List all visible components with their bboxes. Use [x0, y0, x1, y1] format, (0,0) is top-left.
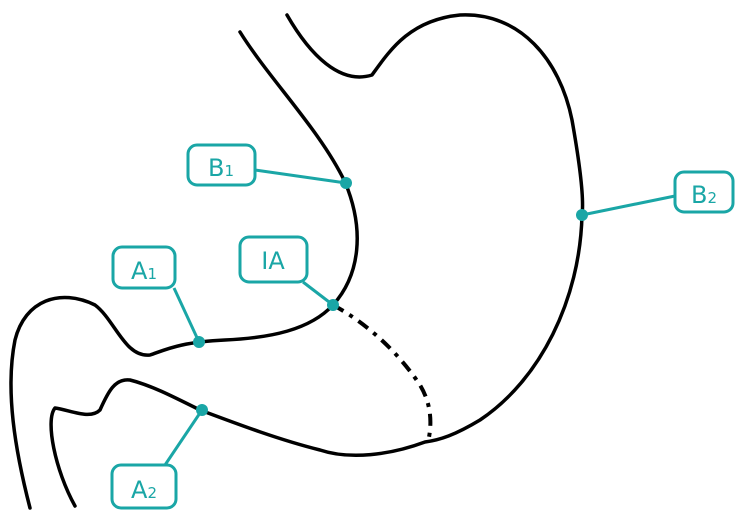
antrum-boundary-dashed-line [333, 305, 430, 442]
point-b1 [340, 177, 352, 189]
marker-b2: B2 [576, 172, 733, 221]
leader-line-b1 [255, 170, 346, 183]
label-ia: IA [261, 247, 285, 275]
leader-line-b2 [582, 196, 675, 215]
point-a1 [193, 336, 205, 348]
point-a2 [196, 404, 208, 416]
leader-line-a1 [174, 288, 199, 342]
marker-a1: A1 [113, 247, 205, 348]
marker-ia: IA [240, 237, 339, 311]
marker-a2: A2 [112, 404, 208, 508]
leader-line-a2 [165, 410, 202, 465]
point-ia [327, 299, 339, 311]
point-b2 [576, 209, 588, 221]
